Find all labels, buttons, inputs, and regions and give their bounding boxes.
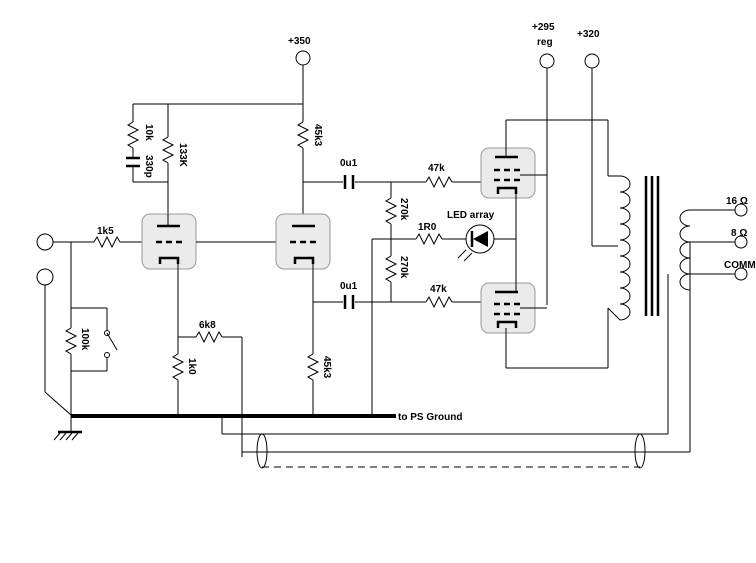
bypass-switch xyxy=(104,308,118,371)
capacitor-0u1-top: 0u1 xyxy=(340,158,358,189)
resistor-100k-label: 100k xyxy=(79,328,90,351)
resistor-45k3-cathode-label: 45k3 xyxy=(321,356,332,379)
ground-symbol-icon xyxy=(53,415,82,441)
resistor-270k-bottom: 270k xyxy=(384,255,409,283)
capacitor-0u1-top-label: 0u1 xyxy=(340,158,358,169)
resistor-6k8-label: 6k8 xyxy=(199,320,216,331)
resistor-47k-top: 47k xyxy=(425,163,453,189)
resistor-45k3-cathode: 45k3 xyxy=(306,353,332,381)
resistor-47k-top-label: 47k xyxy=(428,163,445,174)
input-ground-jack xyxy=(36,268,54,286)
resistor-133k-label: 133K xyxy=(177,143,188,168)
resistor-1r0-label: 1R0 xyxy=(418,222,437,233)
shielded-feedback-cable xyxy=(221,416,690,469)
resistor-1k0-label: 1k0 xyxy=(186,358,197,375)
resistor-1k5-label: 1k5 xyxy=(97,226,114,237)
output-terminal-16 xyxy=(734,203,748,217)
output-label-8: 8 Ω xyxy=(731,228,747,239)
led-array-label: LED array xyxy=(447,210,495,221)
resistor-10k: 10k xyxy=(126,121,154,149)
resistor-133k: 133K xyxy=(161,136,188,168)
resistor-47k-bottom-label: 47k xyxy=(430,284,447,295)
resistor-45k3-plate: 45k3 xyxy=(296,121,323,149)
resistor-45k3-plate-label: 45k3 xyxy=(312,124,323,147)
supply-320: +320 xyxy=(577,29,600,69)
capacitor-0u1-bottom: 0u1 xyxy=(340,281,358,309)
tube-v1 xyxy=(141,213,197,270)
resistor-47k-bottom: 47k xyxy=(425,284,453,309)
supply-350: +350 xyxy=(288,36,311,104)
output-label-16: 16 Ω xyxy=(726,196,748,207)
supply-295-terminal xyxy=(539,53,555,69)
capacitor-0u1-bottom-label: 0u1 xyxy=(340,281,358,292)
capacitor-330p: 330p xyxy=(126,155,154,178)
resistor-10k-label: 10k xyxy=(143,124,154,141)
supply-320-label: +320 xyxy=(577,29,600,40)
tube-output-top xyxy=(480,147,536,199)
supply-295: +295 reg xyxy=(532,22,555,69)
supply-350-terminal xyxy=(295,50,311,66)
led-diode-icon xyxy=(457,224,495,262)
output-terminal-com xyxy=(734,267,748,281)
tube-output-bottom xyxy=(480,282,536,334)
capacitor-330p-label: 330p xyxy=(143,155,154,178)
output-terminal-8 xyxy=(734,235,748,249)
resistor-270k-top: 270k xyxy=(384,197,409,225)
supply-320-terminal xyxy=(584,53,600,69)
resistor-1k5: 1k5 xyxy=(93,226,121,249)
supply-295-note: reg xyxy=(537,37,553,48)
resistor-1r0: 1R0 xyxy=(415,222,443,246)
tube-v2 xyxy=(275,213,331,270)
resistor-6k8: 6k8 xyxy=(195,320,223,344)
supply-350-label: +350 xyxy=(288,36,311,47)
ground-note: to PS Ground xyxy=(398,412,462,423)
input-jack xyxy=(36,233,54,251)
output-transformer-icon xyxy=(607,175,691,321)
resistor-270k-top-label: 270k xyxy=(398,198,409,221)
resistor-1k0: 1k0 xyxy=(171,353,197,381)
resistor-100k: 100k xyxy=(64,327,90,355)
output-label-com: COMM xyxy=(724,260,756,271)
supply-295-label: +295 xyxy=(532,22,555,33)
resistor-270k-bottom-label: 270k xyxy=(398,256,409,279)
